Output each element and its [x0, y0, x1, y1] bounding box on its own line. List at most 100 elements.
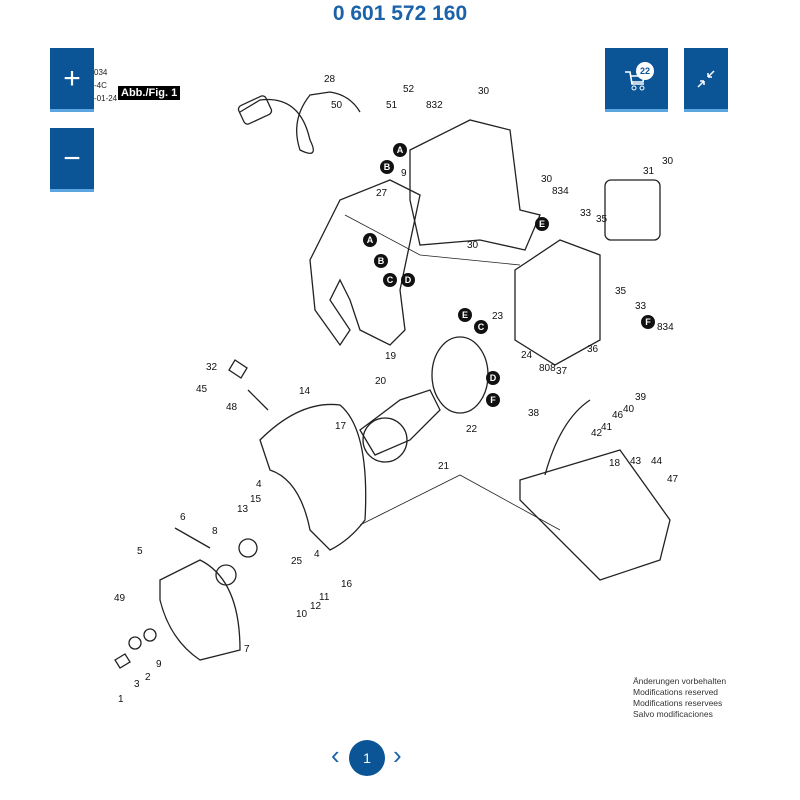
- connection-marker: [486, 393, 500, 407]
- part-number-label[interactable]: 37: [556, 366, 568, 377]
- part-number-label[interactable]: 30: [467, 240, 479, 251]
- note-line: Modifications reserved: [633, 687, 719, 697]
- part-number-label[interactable]: 40: [623, 404, 635, 415]
- part-number-label[interactable]: 4: [314, 549, 320, 560]
- connection-marker: [474, 320, 488, 334]
- part-number-label[interactable]: 6: [180, 512, 186, 523]
- cart-count-badge: 22: [636, 62, 654, 80]
- part-number-label[interactable]: 35: [596, 214, 608, 225]
- fan: [362, 417, 408, 463]
- note-line: Änderungen vorbehalten: [633, 676, 727, 686]
- figure-label: Abb./Fig. 1: [118, 86, 181, 100]
- part-number-label[interactable]: 12: [310, 601, 322, 612]
- part-number-label[interactable]: 41: [601, 422, 613, 433]
- part-number-label[interactable]: 10: [296, 609, 308, 620]
- zoom-out-button[interactable]: −: [50, 128, 94, 192]
- part-number-label[interactable]: 18: [609, 458, 621, 469]
- collapse-button[interactable]: [684, 48, 728, 112]
- part-number-label[interactable]: 25: [291, 556, 303, 567]
- connection-letter: D: [405, 275, 412, 285]
- part-number-label[interactable]: 43: [630, 456, 642, 467]
- part-number-label[interactable]: 21: [438, 461, 450, 472]
- part-number-label[interactable]: 23: [492, 311, 504, 322]
- part-number-label[interactable]: 24: [521, 350, 533, 361]
- part-number-label[interactable]: 9: [156, 659, 162, 670]
- plus-icon: +: [63, 61, 81, 95]
- part-number-label[interactable]: 2: [145, 672, 151, 683]
- armature: [359, 389, 441, 456]
- part-number-label[interactable]: 17: [335, 421, 347, 432]
- connection-letter: A: [367, 235, 374, 245]
- connection-letter: B: [384, 162, 391, 172]
- part-number-label[interactable]: 9: [401, 168, 407, 179]
- part-number-label[interactable]: 42: [591, 428, 603, 439]
- stator: [431, 336, 489, 414]
- connection-letter: C: [387, 275, 394, 285]
- connection-marker: [393, 143, 407, 157]
- part-number-label[interactable]: 35: [615, 286, 627, 297]
- part-number-label[interactable]: 46: [612, 410, 624, 421]
- part-number-label[interactable]: 38: [528, 408, 540, 419]
- part-number-label[interactable]: 22: [466, 424, 478, 435]
- part-number-label[interactable]: 49: [114, 593, 126, 604]
- motor-housing: [514, 239, 601, 366]
- depth-bracket: [544, 399, 591, 476]
- part-number-label[interactable]: 8: [212, 526, 218, 537]
- part-number-label[interactable]: 48: [226, 402, 238, 413]
- part-number-label[interactable]: 20: [375, 376, 387, 387]
- part-number-label[interactable]: 3: [134, 679, 140, 690]
- part-number-label[interactable]: 36: [587, 344, 599, 355]
- part-number-label[interactable]: 28: [324, 74, 336, 85]
- part-number-label[interactable]: 44: [651, 456, 663, 467]
- part-number-label[interactable]: 27: [376, 188, 388, 199]
- blade-guard: [259, 403, 367, 551]
- next-page-button[interactable]: ›: [393, 740, 402, 770]
- part-number-label[interactable]: 33: [580, 208, 592, 219]
- leader-line: [359, 474, 561, 531]
- part-number-label[interactable]: 51: [386, 100, 398, 111]
- part-number-label[interactable]: 7: [244, 644, 250, 655]
- switch-box: [604, 179, 661, 241]
- part-number-label[interactable]: 15: [250, 494, 262, 505]
- part-number-label[interactable]: 39: [635, 392, 647, 403]
- connection-marker: [383, 273, 397, 287]
- part-number-label[interactable]: 33: [635, 301, 647, 312]
- part-number-label[interactable]: 4: [256, 479, 262, 490]
- connection-marker: [374, 254, 388, 268]
- meta-line: -4C: [94, 81, 107, 90]
- note-line: Salvo modificaciones: [633, 709, 713, 719]
- part-number-label[interactable]: 47: [667, 474, 679, 485]
- part-number-label[interactable]: 45: [196, 384, 208, 395]
- part-number-label[interactable]: 52: [403, 84, 415, 95]
- part-number-label[interactable]: 30: [478, 86, 490, 97]
- prev-page-button[interactable]: ‹: [331, 740, 340, 770]
- connection-marker: [641, 315, 655, 329]
- connection-marker: [486, 371, 500, 385]
- part-number-label[interactable]: 30: [662, 156, 674, 167]
- connection-letter: C: [478, 322, 485, 332]
- part-number-label[interactable]: 50: [331, 100, 343, 111]
- part-number-label[interactable]: 13: [237, 504, 249, 515]
- part-number-label[interactable]: 31: [643, 166, 655, 177]
- current-page[interactable]: 1: [349, 740, 385, 776]
- part-number-label[interactable]: 834: [657, 322, 674, 333]
- connection-marker: [535, 217, 549, 231]
- part-number-label[interactable]: 808: [539, 363, 556, 374]
- lower-guard: [159, 559, 241, 661]
- part-number-label[interactable]: 14: [299, 386, 311, 397]
- part-number-label[interactable]: 11: [319, 592, 330, 603]
- page-title: 0 601 572 160: [332, 2, 468, 25]
- connection-letter: A: [397, 145, 404, 155]
- part-number-label[interactable]: 16: [341, 579, 353, 590]
- cart-button[interactable]: 22: [605, 48, 668, 112]
- part-number-label[interactable]: 19: [385, 351, 397, 362]
- part-number-label[interactable]: 32: [206, 362, 218, 373]
- part-number-label[interactable]: 1: [118, 694, 124, 705]
- part-number-label[interactable]: 30: [541, 174, 553, 185]
- zoom-in-button[interactable]: +: [50, 48, 94, 112]
- collapse-arrows-icon: [697, 69, 715, 88]
- part-number-label[interactable]: 832: [426, 100, 443, 111]
- part-number-label[interactable]: 834: [552, 186, 569, 197]
- part-number-label[interactable]: 5: [137, 546, 143, 557]
- washer: [143, 628, 157, 642]
